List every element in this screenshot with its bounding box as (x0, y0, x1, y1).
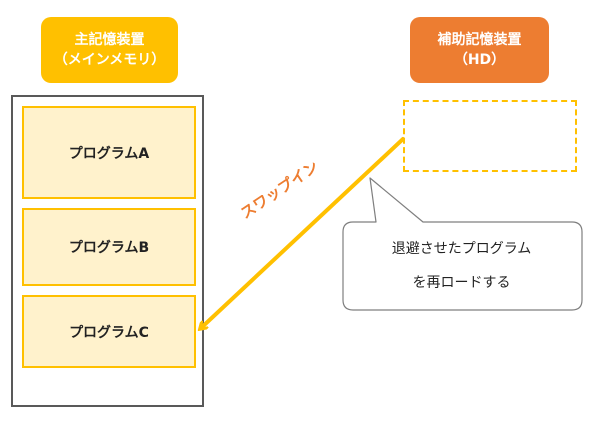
main-memory-title-line1: 主記憶装置 (74, 32, 145, 48)
aux-storage-title-line1: 補助記憶装置 (437, 32, 522, 48)
callout-bubble (342, 177, 583, 311)
main-memory-label: 主記憶装置 （メインメモリ） (41, 17, 178, 83)
program-a-block: プログラムA (22, 106, 196, 199)
program-c-block: プログラムC (22, 295, 196, 368)
callout-line2: を再ロードする (412, 275, 511, 291)
aux-storage-title-line2: （HD） (453, 52, 506, 68)
program-b-block: プログラムB (22, 208, 196, 286)
program-b-label: プログラムB (68, 240, 150, 256)
program-c-label: プログラムC (69, 324, 149, 341)
aux-storage-slot (403, 100, 577, 172)
program-a-label: プログラムA (68, 145, 150, 162)
aux-storage-label: 補助記憶装置 （HD） (410, 17, 549, 83)
main-memory-title-line2: （メインメモリ） (53, 52, 166, 68)
callout-text: 退避させたプログラム を再ロードする (343, 232, 580, 300)
swap-in-arrow (201, 137, 405, 328)
callout-line1: 退避させたプログラム (391, 241, 532, 257)
